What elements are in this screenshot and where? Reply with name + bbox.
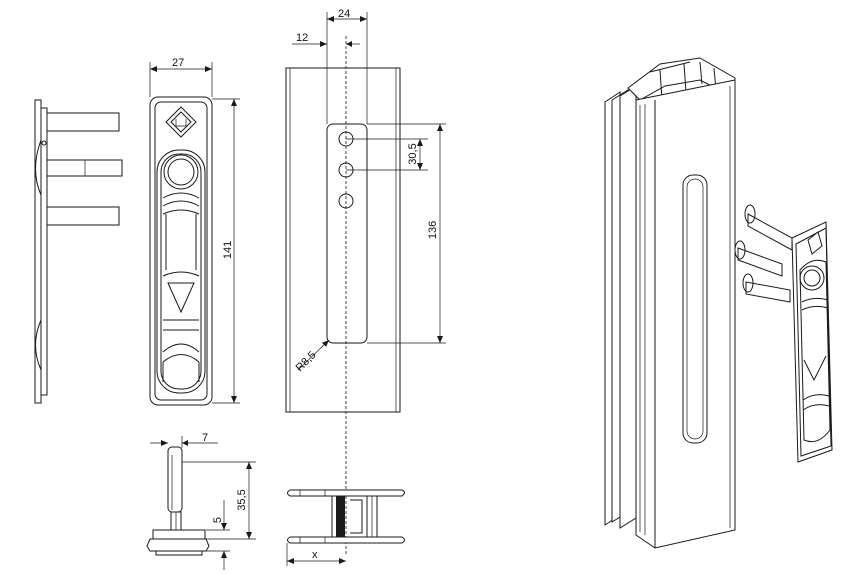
dimension-handle-height: 141 bbox=[212, 98, 240, 404]
side-section-handle bbox=[146, 446, 210, 556]
profile-front-view bbox=[285, 67, 401, 413]
dim-label-5: 5 bbox=[212, 517, 224, 523]
profile-cross-section bbox=[287, 489, 405, 544]
side-view-handle bbox=[34, 99, 123, 404]
dimension-profile-x: x bbox=[286, 543, 346, 566]
dimension-handle-width: 27 bbox=[149, 57, 213, 97]
dimension-side-5: 5 bbox=[206, 500, 230, 570]
dim-label-24: 24 bbox=[338, 8, 350, 20]
dim-label-12: 12 bbox=[296, 32, 308, 44]
dim-label-x: x bbox=[312, 549, 318, 561]
cube-logo-icon bbox=[165, 106, 197, 138]
dimension-side-35-5: 35,5 bbox=[182, 461, 256, 540]
dimension-side-7: 7 bbox=[150, 432, 218, 448]
dimension-offset-12: 12 bbox=[292, 32, 360, 47]
dimension-hole-pitch: 30,5 bbox=[346, 138, 428, 171]
isometric-profile bbox=[604, 57, 736, 549]
dimension-offset-24: 24 bbox=[326, 8, 368, 124]
dim-label-141: 141 bbox=[222, 241, 234, 259]
dim-label-7: 7 bbox=[202, 432, 208, 444]
isometric-handle bbox=[734, 204, 833, 463]
dimension-radius: R8,5 bbox=[294, 339, 330, 374]
front-view-handle bbox=[149, 96, 213, 406]
dim-label-35-5: 35,5 bbox=[236, 489, 248, 510]
dim-label-30-5: 30,5 bbox=[407, 143, 419, 164]
dimension-cutout-height: 136 bbox=[367, 123, 446, 344]
dim-label-radius: R8,5 bbox=[294, 349, 319, 374]
dim-label-27: 27 bbox=[172, 57, 184, 69]
dim-label-136: 136 bbox=[427, 221, 439, 239]
